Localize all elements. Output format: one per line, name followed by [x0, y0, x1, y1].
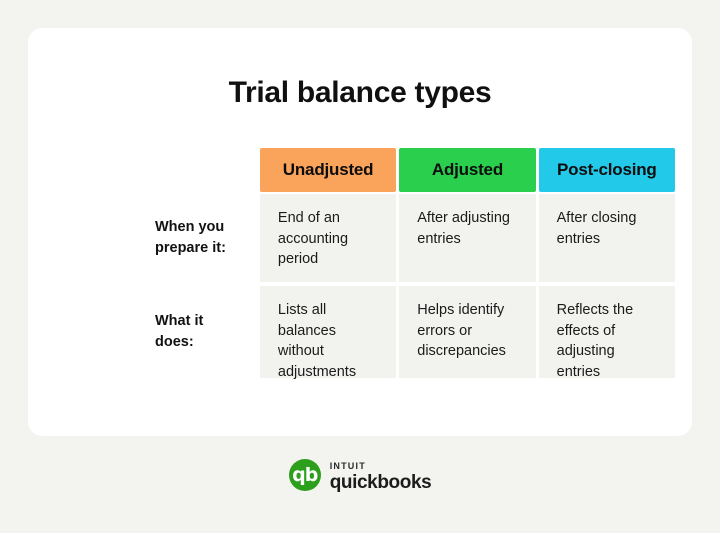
quickbooks-qb-icon: qb [288, 459, 321, 491]
row-label-what-it-does: What it does: [155, 313, 204, 350]
table-row: What it does: Lists all balances without… [155, 286, 675, 380]
content-card: Trial balance types Unadjusted Adjusted … [28, 28, 692, 436]
row-divider [155, 282, 675, 284]
column-post-closing: Post-closing [538, 148, 675, 192]
cell-group-adjusted-what: Helps identify errors or discrepancies [399, 286, 536, 378]
cell-group-unadjusted-what: Lists all balances without adjustments [259, 286, 397, 380]
column-header-post-closing: Post-closing [538, 148, 675, 192]
cell-group-post-closing-when: After closing entries [538, 194, 675, 282]
row-label-when-you-prepare-it: When you prepare it: [155, 219, 226, 256]
table-cell: Lists all balances without adjustments [259, 286, 397, 380]
table-cell: Reflects the effects of adjusting entrie… [538, 286, 675, 380]
table-header-row: Unadjusted Adjusted Post-closing [155, 148, 675, 192]
column-header-unadjusted: Unadjusted [259, 148, 397, 192]
qb-monogram: qb [292, 463, 318, 486]
cell-group-post-closing-what: Reflects the effects of adjusting entrie… [538, 286, 675, 380]
header-row-label-spacer [155, 148, 260, 192]
table-cell: Helps identify errors or discrepancies [399, 286, 536, 378]
cell-group-unadjusted-when: End of an accounting period [259, 194, 397, 282]
page-title: Trial balance types [228, 76, 492, 109]
column-header-adjusted: Adjusted [399, 148, 536, 192]
column-unadjusted: Unadjusted [259, 148, 397, 192]
logo-quickbooks-text: quickbooks [329, 472, 432, 493]
table-cell: End of an accounting period [259, 194, 397, 282]
logo-wordmark: intuit quickbooks [330, 458, 432, 492]
cell-group-adjusted-when: After adjusting entries [399, 194, 536, 282]
comparison-table: Unadjusted Adjusted Post-closing When yo… [155, 148, 675, 380]
table-row: When you prepare it: End of an accountin… [155, 194, 675, 282]
logo-intuit-text: intuit [329, 457, 366, 472]
table-cell: After closing entries [538, 194, 675, 282]
quickbooks-logo: qb intuit quickbooks [0, 458, 720, 492]
table-cell: After adjusting entries [399, 194, 536, 282]
column-adjusted: Adjusted [399, 148, 536, 192]
